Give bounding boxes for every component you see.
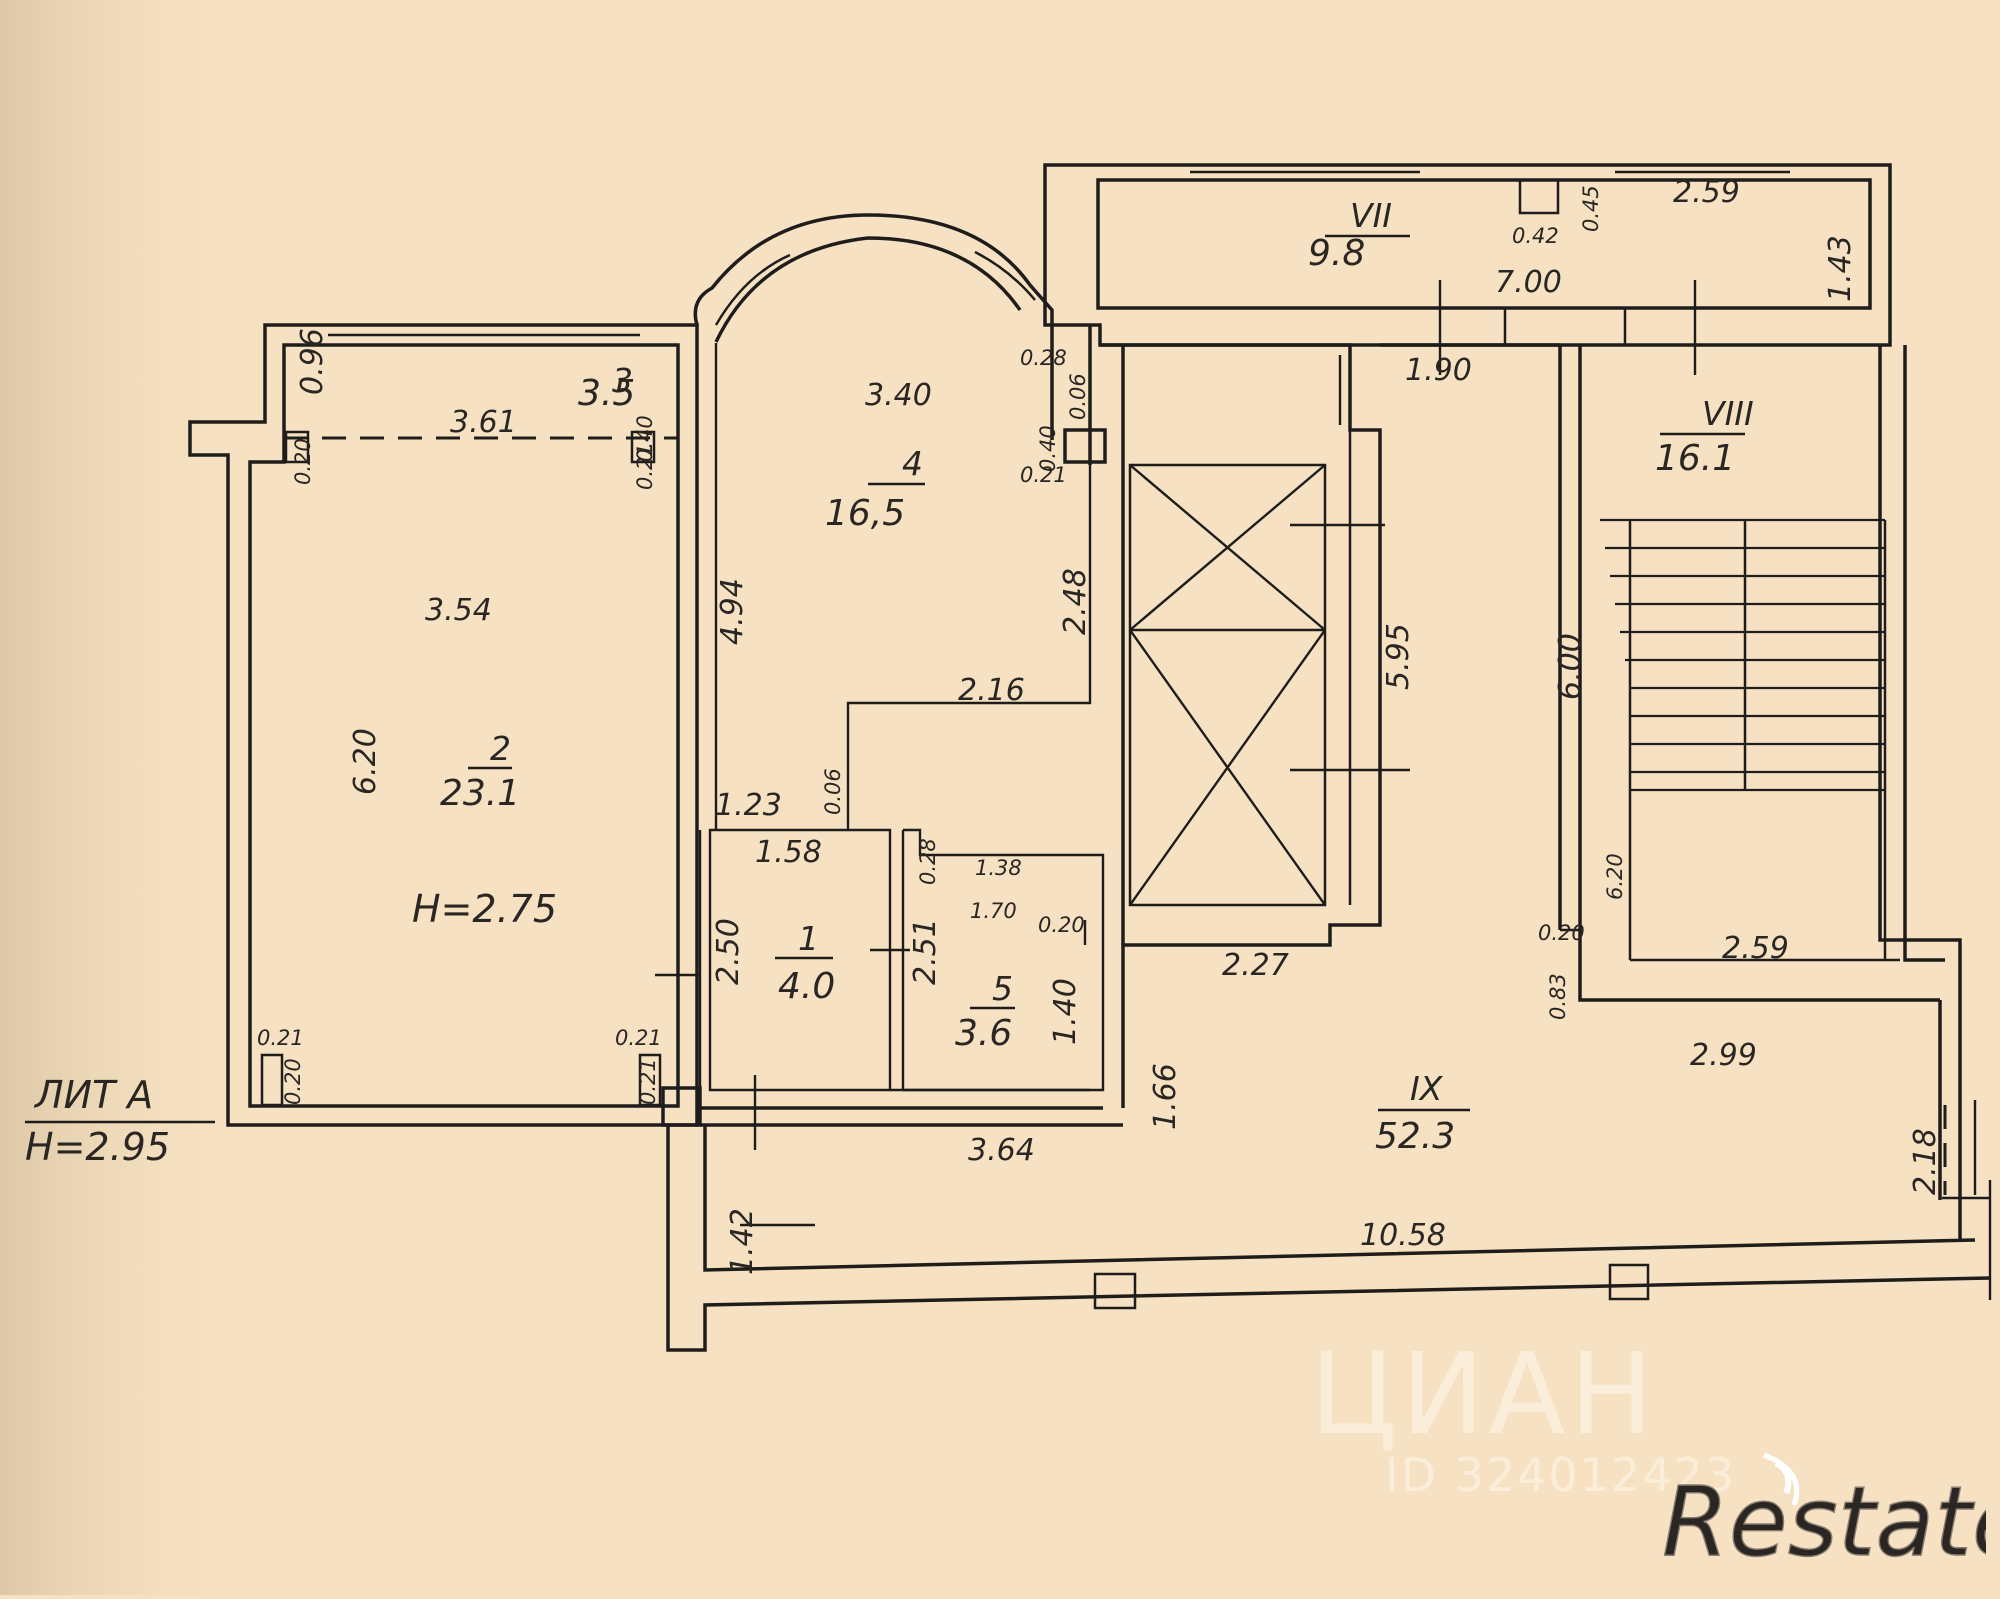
- dim-0-96: 0.96: [295, 328, 330, 395]
- paper-shadow: [0, 0, 260, 1595]
- stair-treads: [1600, 518, 1885, 792]
- room-labels: 2 23.1 H=2.75 3 3.5 4 16,5 1 4.0 5 3.6 V…: [25, 196, 1754, 1169]
- dim-1-58: 1.58: [755, 835, 822, 870]
- dim-1-70: 1.70: [970, 899, 1017, 923]
- dim-7-00: 7.00: [1495, 265, 1562, 300]
- room-2-number: 2: [490, 729, 511, 768]
- dim-1-23: 1.23: [715, 788, 782, 823]
- room-4-number: 4: [902, 444, 923, 483]
- dim-1-38: 1.38: [975, 856, 1022, 880]
- dim-0-21c: 0.21: [615, 1026, 662, 1050]
- room-3-area: 3.5: [578, 373, 635, 414]
- dim-3-40: 3.40: [865, 378, 932, 413]
- dim-0-20b: 0.20: [281, 1058, 305, 1105]
- floor-height: H=2.95: [25, 1125, 170, 1169]
- dim-0-06b: 0.06: [821, 768, 845, 815]
- room-viii-number: VIII: [1702, 394, 1754, 433]
- dim-0-21a: 0.21: [633, 443, 657, 490]
- dim-1-66: 1.66: [1148, 1063, 1183, 1130]
- dim-0-21b: 0.21: [257, 1026, 304, 1050]
- logo-text: Restate: [1662, 1466, 1986, 1573]
- cian-watermark: ЦИАН: [1310, 1330, 1658, 1460]
- dim-4-94: 4.94: [715, 578, 750, 645]
- dim-2-51: 2.51: [908, 918, 943, 985]
- room-5-area: 3.6: [955, 1013, 1012, 1054]
- dim-1-90: 1.90: [1405, 353, 1472, 388]
- dim-0-40a: 0.40: [633, 415, 657, 462]
- elevator-shafts: [1100, 343, 1410, 1108]
- dim-0-45: 0.45: [1579, 185, 1603, 232]
- dim-0-21e: 0.21: [1020, 463, 1067, 487]
- dim-0-06a: 0.06: [1066, 373, 1090, 420]
- room-5-number: 5: [992, 969, 1013, 1008]
- room-ix-number: IX: [1410, 1069, 1444, 1108]
- dim-3-64: 3.64: [968, 1133, 1035, 1168]
- dim-1-43: 1.43: [1823, 235, 1858, 302]
- room-ix-area: 52.3: [1375, 1116, 1455, 1157]
- dim-0-21d: 0.21: [636, 1058, 660, 1105]
- dim-2-18: 2.18: [1908, 1128, 1943, 1195]
- dim-6-20a: 6.20: [348, 728, 383, 795]
- dim-2-59a: 2.59: [1673, 175, 1740, 210]
- restate-logo: Restate: [1661, 1452, 1986, 1573]
- room-vii-area: 9.8: [1308, 233, 1365, 274]
- dim-0-42: 0.42: [1512, 224, 1559, 248]
- dimension-labels: 0.96 3.61 0.40 0.21 0.20 3.54 6.20 0.21 …: [257, 175, 1943, 1275]
- rooms-1-5-walls: [661, 828, 1123, 1127]
- room-viii-area: 16.1: [1655, 438, 1735, 479]
- dim-0-20c: 0.20: [1038, 913, 1085, 937]
- room-1-number: 1: [798, 919, 819, 958]
- room-ix-walls: [655, 343, 1992, 1352]
- dim-2-59b: 2.59: [1722, 931, 1789, 966]
- room-2-height: H=2.75: [412, 887, 557, 931]
- dim-2-50: 2.50: [711, 918, 746, 985]
- dim-2-48: 2.48: [1058, 568, 1093, 635]
- liter-label: ЛИТ А: [33, 1073, 153, 1117]
- room-1-area: 4.0: [778, 966, 835, 1007]
- left-block-walls: [188, 323, 699, 1127]
- dim-0-40b: 0.40: [1036, 425, 1060, 472]
- dim-5-95: 5.95: [1381, 623, 1416, 690]
- room-4-area: 16,5: [825, 493, 905, 534]
- dim-3-54: 3.54: [425, 593, 492, 628]
- dim-0-83: 0.83: [1546, 973, 1570, 1020]
- dim-3-61: 3.61: [450, 405, 517, 440]
- dim-2-99: 2.99: [1690, 1038, 1757, 1073]
- dim-0-20d: 0.20: [1538, 921, 1585, 945]
- dim-2-27: 2.27: [1222, 948, 1289, 983]
- dim-6-00: 6.00: [1553, 633, 1588, 700]
- dim-2-16: 2.16: [958, 673, 1025, 708]
- room-vii-walls: [1043, 163, 1892, 375]
- room-2-area: 23.1: [440, 773, 520, 814]
- dim-1-40: 1.40: [1048, 978, 1083, 1045]
- room-viii-walls: [1558, 345, 1962, 1030]
- dim-1-42: 1.42: [725, 1208, 760, 1275]
- dim-0-28b: 0.28: [916, 838, 940, 885]
- room-3-number: 3: [612, 361, 633, 400]
- room-4-walls: [693, 213, 1107, 830]
- cian-watermark-id: ID 324012423: [1385, 1448, 1737, 1502]
- room-vii-number: VII: [1350, 196, 1392, 235]
- dim-0-20a: 0.20: [291, 438, 315, 485]
- dim-10-58: 10.58: [1360, 1218, 1446, 1253]
- dim-0-28a: 0.28: [1020, 346, 1067, 370]
- dim-6-20b: 6.20: [1603, 853, 1627, 900]
